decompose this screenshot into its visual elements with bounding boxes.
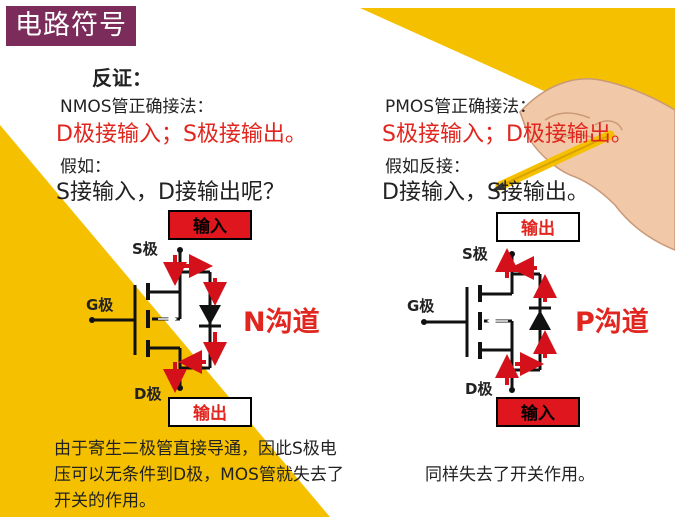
left-label1: NMOS管正确接法： (60, 97, 214, 117)
nmos-symbol (89, 247, 227, 393)
right-s-pin-label: S极 (462, 245, 488, 263)
right-channel-label: P沟道 (575, 307, 649, 338)
left-g-pin-label: G极 (86, 296, 114, 314)
left-s-pin-label: S极 (132, 240, 158, 258)
right-output-box: 输出 (496, 212, 580, 242)
right-input-box: 输入 (496, 397, 580, 427)
right-d-pin-label: D极 (465, 380, 493, 398)
right-label1: PMOS管正确接法： (385, 97, 537, 117)
left-label2: 假如： (60, 157, 111, 177)
left-d-pin-label: D极 (134, 385, 162, 403)
right-g-pin-label: G极 (407, 297, 435, 315)
slide-title: 电路符号 (6, 6, 136, 46)
left-question: S接输入，D接输出呢？ (56, 180, 285, 205)
right-label2: 假如反接： (385, 157, 470, 177)
hand-with-pencil-illustration (492, 78, 675, 251)
left-input-box: 输入 (168, 210, 252, 240)
right-note: 同样失去了开关作用。 (425, 465, 595, 485)
left-output-box: 输出 (168, 397, 252, 427)
right-red-line: S极接输入；D极接输出。 (382, 122, 633, 147)
pmos-symbol (421, 248, 557, 393)
right-statement: D接输入，S接输出。 (382, 180, 589, 205)
left-channel-label: N沟道 (243, 307, 320, 338)
left-red-line: D极接输入；S极接输出。 (56, 122, 307, 147)
left-note: 由于寄生二极管直接导通，因此S极电压可以无条件到D极，MOS管就失去了开关的作用… (54, 439, 344, 511)
heading: 反证： (92, 66, 152, 90)
